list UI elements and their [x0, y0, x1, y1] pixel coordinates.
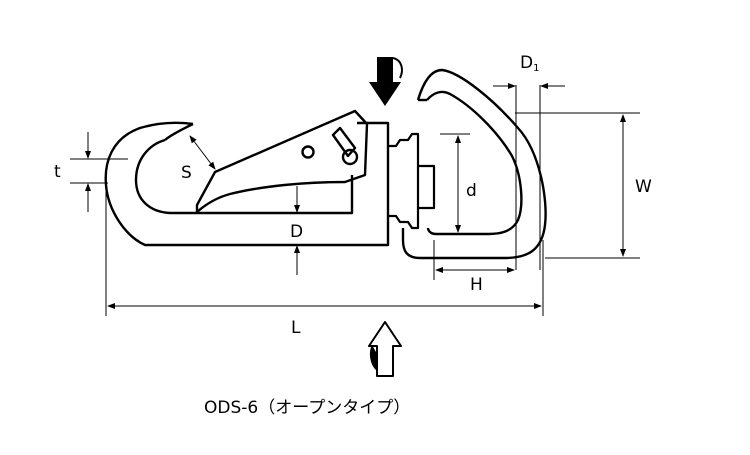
label-l: L	[291, 318, 301, 338]
label-s: S	[181, 163, 192, 183]
label-d1: D1	[520, 53, 539, 74]
label-d1-main: D	[520, 53, 533, 73]
swivel-joint	[388, 132, 436, 230]
label-d1-sub: 1	[533, 63, 539, 74]
gate-rivet	[301, 145, 315, 159]
label-w: W	[635, 177, 652, 197]
rotation-arrow-bottom	[368, 321, 402, 377]
lever-pivot	[341, 148, 359, 166]
rotation-arrow-top	[369, 57, 403, 106]
dimension-lines	[70, 83, 640, 316]
label-t: t	[54, 162, 61, 182]
gate-latch	[195, 109, 369, 214]
label-d-lower: d	[466, 181, 477, 201]
hook-body	[104, 121, 390, 247]
diagram-caption: ODS-6（オープンタイプ）	[204, 398, 410, 418]
label-d-upper: D	[290, 222, 303, 242]
label-h: H	[470, 275, 483, 295]
spring-lever	[331, 126, 357, 158]
open-eye	[401, 68, 547, 260]
